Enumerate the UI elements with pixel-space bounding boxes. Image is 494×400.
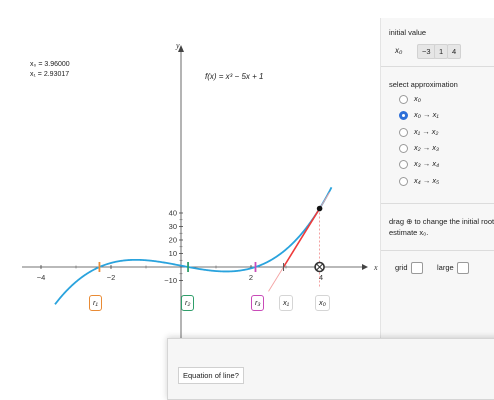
function-curve xyxy=(54,186,333,305)
radio-icon[interactable] xyxy=(399,95,408,104)
option-label: x₄ → x₅ xyxy=(414,176,440,185)
radio-icon[interactable] xyxy=(399,128,408,137)
function-equation: f(x) = x³ − 5x + 1 xyxy=(205,72,264,81)
approximation-title: select approximation xyxy=(389,80,458,89)
radio-icon[interactable] xyxy=(399,160,408,169)
radio-icon[interactable] xyxy=(399,177,408,186)
initial-value-title: initial value xyxy=(389,28,427,37)
grid-checkbox[interactable] xyxy=(410,262,423,274)
x-tick-label: 2 xyxy=(249,273,253,282)
large-toggle[interactable]: large xyxy=(437,262,469,274)
large-checkbox[interactable] xyxy=(456,262,469,274)
x1-readout: x₁ = 2.93017 xyxy=(30,71,70,78)
x-axis-arrow-icon xyxy=(362,264,368,270)
x0-readout: x₀ = 3.96000 xyxy=(30,61,70,68)
grid-label: grid xyxy=(395,262,408,272)
divider xyxy=(381,203,494,204)
option-label: x₁ → x₂ xyxy=(414,127,439,136)
initial-value-button-neg3[interactable]: −3 xyxy=(417,44,436,59)
option-label: x₀ xyxy=(414,94,421,103)
y-tick-label: 40 xyxy=(169,209,177,218)
y-axis-arrow-icon xyxy=(178,45,184,52)
large-label: large xyxy=(437,262,454,272)
drag-hint: drag ⊕ to change the initial root estima… xyxy=(389,217,494,237)
x-tick-label: −4 xyxy=(37,273,46,282)
x-axis-label: x xyxy=(373,263,378,272)
grid-toggle[interactable]: grid xyxy=(395,262,423,274)
equation-popup: Equation of line? xyxy=(167,338,494,400)
radio-selected-icon[interactable] xyxy=(399,111,408,120)
root-r3-label: r₃ xyxy=(251,295,265,311)
y-tick-label: 10 xyxy=(169,249,177,258)
option-label: x₂ → x₃ xyxy=(414,143,440,152)
estimate-x0-label: x₀ xyxy=(315,295,330,311)
radio-icon[interactable] xyxy=(399,144,408,153)
y-tick-label: 20 xyxy=(169,236,177,245)
root-r2-label: r₂ xyxy=(181,295,195,311)
initial-value-button-4[interactable]: 4 xyxy=(447,44,462,59)
root-r1-label: r₁ xyxy=(89,295,102,311)
divider xyxy=(381,66,494,67)
popup-title: Equation of line? xyxy=(178,367,244,384)
x-tick-label: −2 xyxy=(107,273,116,282)
initial-value-button-1[interactable]: 1 xyxy=(434,44,449,59)
option-label: x₀ → x₁ xyxy=(414,110,439,119)
estimate-x1-label: x₁ xyxy=(279,295,294,311)
x0-handle-cross xyxy=(316,263,323,271)
option-label: x₃ → x₄ xyxy=(414,159,440,168)
tangent-line xyxy=(282,208,321,268)
function-plot[interactable]: x y −4 −2 2 4 40 30 20 10 −10 xyxy=(0,0,380,385)
y-tick-label: −10 xyxy=(164,276,177,285)
divider xyxy=(381,250,494,251)
x0-symbol: x₀ xyxy=(395,46,403,55)
y-tick-label: 30 xyxy=(169,222,177,231)
y-axis-label: y xyxy=(175,41,180,50)
tangent-point xyxy=(316,205,323,212)
x-tick-label: 4 xyxy=(319,273,323,282)
controls-panel: initial value x₀ −3 1 4 select approxima… xyxy=(380,18,494,385)
